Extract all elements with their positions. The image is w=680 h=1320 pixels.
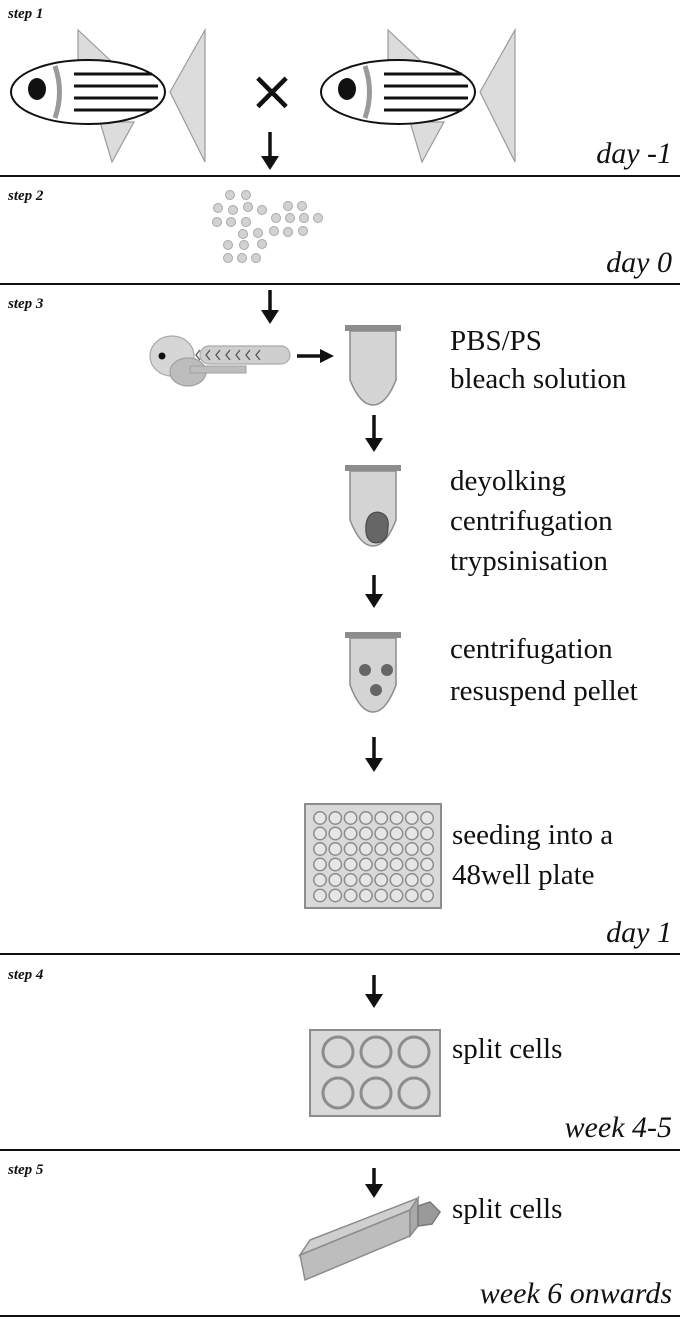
step-3-label: step 3 <box>7 296 44 312</box>
cross-symbol: × <box>249 59 296 124</box>
well <box>343 842 358 856</box>
well <box>343 888 358 903</box>
well <box>374 873 389 887</box>
step4-text: split cells <box>452 1033 562 1065</box>
well <box>328 842 343 856</box>
well <box>358 842 373 856</box>
well <box>404 857 419 872</box>
well <box>358 811 373 825</box>
well <box>374 842 389 856</box>
time-label-step-5: week 6 onwards <box>480 1277 672 1310</box>
tube2-line-2: centrifugation <box>450 505 613 537</box>
well <box>328 857 343 872</box>
step-1-label: step 1 <box>7 6 43 22</box>
well <box>374 888 389 903</box>
tube2-line-1: deyolking <box>450 465 566 497</box>
well <box>313 842 327 856</box>
plate-48-well-icon <box>304 803 442 909</box>
well <box>420 857 435 872</box>
well <box>328 826 343 841</box>
tube-icon-1 <box>345 325 401 406</box>
well <box>313 873 327 887</box>
well <box>328 888 343 903</box>
plate-6-well-icon <box>309 1029 441 1117</box>
well <box>404 888 419 903</box>
well <box>313 826 327 841</box>
well <box>389 873 404 887</box>
well <box>389 857 404 872</box>
well <box>358 857 373 872</box>
well <box>389 842 404 856</box>
culture-flask-icon <box>298 1195 441 1282</box>
well <box>328 873 343 887</box>
well <box>343 873 358 887</box>
step5-text: split cells <box>452 1193 562 1225</box>
well <box>343 811 358 825</box>
time-label-step-1: day -1 <box>596 137 672 170</box>
embryos-icon <box>212 190 323 263</box>
time-label-step-4: week 4-5 <box>565 1111 672 1144</box>
well <box>389 811 404 825</box>
step-4-label: step 4 <box>7 967 44 983</box>
well <box>358 888 373 903</box>
plate48-line-1: seeding into a <box>452 819 613 851</box>
well <box>313 811 327 825</box>
well <box>328 811 343 825</box>
fish-icon-left <box>10 27 206 164</box>
well <box>420 811 435 825</box>
time-label-step-3: day 1 <box>606 916 672 949</box>
plate48-line-2: 48well plate <box>452 859 595 891</box>
arrowhead-step4 <box>365 994 383 1008</box>
well <box>374 857 389 872</box>
tube3-line-2: resuspend pellet <box>450 675 638 707</box>
well <box>404 811 419 825</box>
arrowhead-larva-to-tube <box>320 349 334 363</box>
well <box>343 826 358 841</box>
step-2-label: step 2 <box>7 188 44 204</box>
well <box>420 888 435 903</box>
well <box>343 857 358 872</box>
well <box>389 826 404 841</box>
well <box>420 842 435 856</box>
arrowhead-step5 <box>365 1184 383 1198</box>
tube-icon-2 <box>345 465 401 547</box>
arrowhead-tube1 <box>365 438 383 452</box>
arrowhead-step2 <box>261 310 279 324</box>
well <box>374 811 389 825</box>
tube2-line-3: trypsinisation <box>450 545 608 577</box>
arrowhead-step1 <box>261 156 279 170</box>
tube-icon-3 <box>345 632 401 713</box>
well <box>374 826 389 841</box>
arrowhead-tube3 <box>365 758 383 772</box>
well <box>313 857 327 872</box>
well <box>389 888 404 903</box>
larva-icon <box>149 335 291 387</box>
well <box>358 873 373 887</box>
well <box>404 842 419 856</box>
tube1-line-1: PBS/PS <box>450 325 542 357</box>
tube3-line-1: centrifugation <box>450 633 613 665</box>
arrowhead-tube2 <box>365 594 383 608</box>
step-5-label: step 5 <box>7 1162 44 1178</box>
well <box>358 826 373 841</box>
tube1-line-2: bleach solution <box>450 363 627 395</box>
well <box>420 873 435 887</box>
well <box>404 873 419 887</box>
well <box>420 826 435 841</box>
time-label-step-2: day 0 <box>606 246 672 279</box>
well <box>313 888 327 903</box>
well <box>404 826 419 841</box>
fish-icon-right <box>320 27 516 164</box>
